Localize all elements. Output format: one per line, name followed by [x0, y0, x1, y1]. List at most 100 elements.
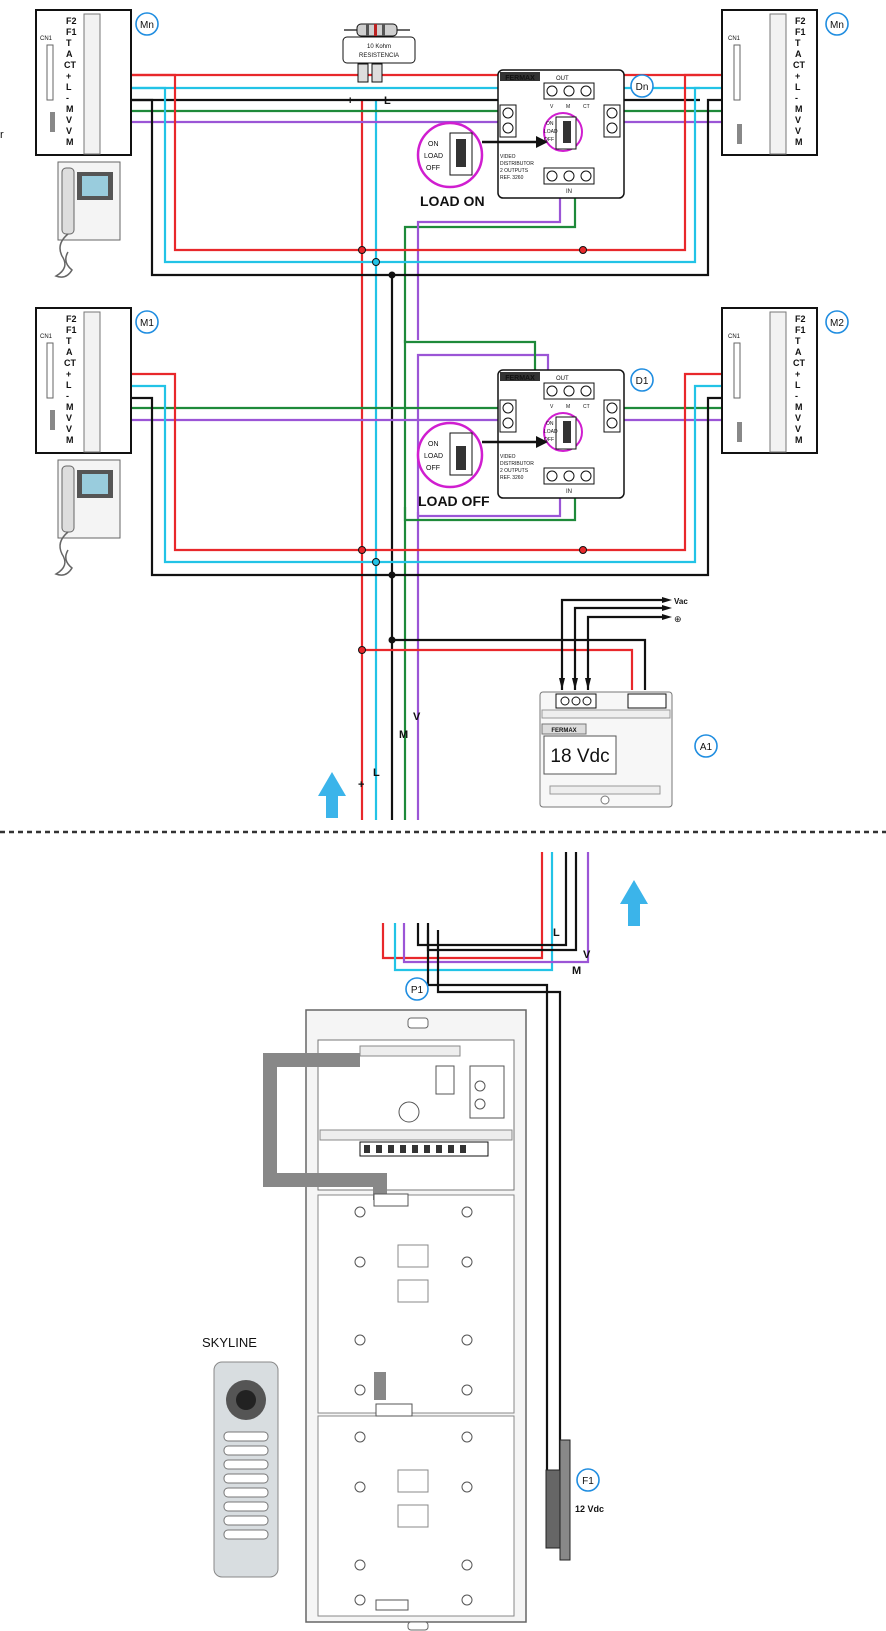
- distributor-desc: 2 OUTPUTS: [500, 168, 529, 174]
- terminal-label: F1: [66, 325, 77, 335]
- terminal-label: L: [795, 82, 801, 92]
- switch-load: LOAD: [544, 429, 558, 435]
- terminal-label: M: [795, 402, 803, 412]
- terminal-label: M: [66, 435, 74, 445]
- terminal-label: F2: [795, 314, 806, 324]
- terminal-label: -: [795, 391, 798, 401]
- terminal-ct: CT: [583, 104, 590, 110]
- distributor-desc: VIDEO: [500, 454, 516, 460]
- terminal-label: M: [795, 137, 803, 147]
- psu-id-badge: A1: [700, 742, 713, 753]
- power-supply-a1: Vac ⊕ FERMAX 18 Vdc A1: [539, 597, 718, 808]
- terminal-label: F2: [66, 16, 77, 26]
- lock-voltage: 12 Vdc: [575, 1504, 604, 1514]
- monitor-m2: CN1 F2 F1 T A CT + L - M V V M M2: [721, 307, 849, 454]
- psu-output-vac: Vac: [674, 597, 688, 606]
- terminal-ct: CT: [583, 404, 590, 410]
- lock-id-badge: F1: [582, 1476, 594, 1487]
- wire-M-label: M: [572, 965, 581, 977]
- panel-id-badge: P1: [411, 985, 424, 996]
- switch-off: OFF: [544, 437, 554, 443]
- switch-off: OFF: [426, 165, 440, 172]
- distributor-desc: DISTRIBUTOR: [500, 461, 534, 467]
- distributor-id-badge: Dn: [636, 82, 649, 93]
- wire-V-label: V: [413, 711, 421, 723]
- monitor-id-badge: Mn: [140, 20, 154, 31]
- switch-on: ON: [428, 441, 439, 448]
- switch-on: ON: [546, 421, 554, 427]
- distributor-d1: FERMAX OUT V M CT ON LOAD OFF VIDEO DIST…: [416, 368, 654, 509]
- terminal-label: F1: [795, 27, 806, 37]
- terminal-label: L: [66, 380, 72, 390]
- resistor-value: 10 Kohm: [367, 44, 391, 50]
- terminal-label: +: [66, 71, 71, 81]
- terminal-label: +: [66, 369, 71, 379]
- wire-M-label: M: [399, 729, 408, 741]
- switch-off: OFF: [544, 137, 554, 143]
- terminal-v: V: [550, 404, 554, 410]
- resistor: 10 Kohm RESISTENCIA + L: [342, 23, 416, 107]
- terminal-label: T: [66, 38, 72, 48]
- load-state-label: LOAD OFF: [418, 493, 490, 509]
- monitor-id-badge: M1: [140, 318, 154, 329]
- wire-V-label: V: [583, 949, 591, 961]
- terminal-label: M: [66, 402, 74, 412]
- top-wiring: [130, 73, 725, 820]
- psu-brand: FERMAX: [551, 728, 576, 734]
- terminal-label: V: [66, 115, 72, 125]
- brand-logo: FERMAX: [505, 75, 535, 82]
- switch-load: LOAD: [424, 453, 443, 460]
- brand-logo: FERMAX: [505, 375, 535, 382]
- terminal-label: CT: [793, 358, 805, 368]
- terminal-label: -: [66, 391, 69, 401]
- terminal-label: CT: [64, 358, 76, 368]
- wire-L-label: L: [553, 927, 560, 939]
- terminal-label: V: [795, 413, 801, 423]
- wire-L-label: L: [384, 95, 391, 107]
- monitor-id-badge: Mn: [830, 20, 844, 31]
- junction-dots: [358, 246, 587, 654]
- cn1-label: CN1: [40, 36, 53, 42]
- distributor-desc: DISTRIBUTOR: [500, 161, 534, 167]
- terminal-label: M: [795, 104, 803, 114]
- terminal-m: M: [566, 404, 570, 410]
- bottom-wiring: [381, 852, 590, 1545]
- wire-L-label: L: [373, 767, 380, 779]
- terminal-label: L: [795, 380, 801, 390]
- terminal-label: F1: [66, 27, 77, 37]
- terminal-label: A: [795, 347, 802, 357]
- cn1-label: CN1: [728, 334, 741, 340]
- distributor-desc: REF. 3260: [500, 475, 524, 481]
- switch-off: OFF: [426, 465, 440, 472]
- out-label: OUT: [556, 76, 569, 82]
- terminal-label: V: [66, 413, 72, 423]
- terminal-label: T: [795, 336, 801, 346]
- distributor-desc: REF. 3260: [500, 175, 524, 181]
- psu-output-ground: ⊕: [674, 614, 682, 624]
- switch-load: LOAD: [544, 129, 558, 135]
- terminal-label: CT: [64, 60, 76, 70]
- up-arrow-icon: [318, 772, 346, 818]
- out-label: OUT: [556, 376, 569, 382]
- terminal-label: A: [795, 49, 802, 59]
- terminal-label: V: [66, 424, 72, 434]
- terminal-label: L: [66, 82, 72, 92]
- terminal-label: V: [795, 424, 801, 434]
- distributor-id-badge: D1: [636, 376, 649, 387]
- wire-plus-label: +: [358, 779, 364, 791]
- terminal-label: T: [795, 38, 801, 48]
- cn1-label: CN1: [40, 334, 53, 340]
- terminal-label: A: [66, 49, 73, 59]
- lock-f1: F1 12 Vdc: [545, 1439, 604, 1561]
- terminal-label: M: [66, 137, 74, 147]
- terminal-label: V: [795, 126, 801, 136]
- terminal-label: T: [66, 336, 72, 346]
- terminal-label: M: [66, 104, 74, 114]
- terminal-label: CT: [793, 60, 805, 70]
- distributor-dn: FERMAX OUT V M CT ON LOAD OFF VIDEO DIST…: [416, 69, 654, 209]
- psu-voltage: 18 Vdc: [550, 746, 609, 767]
- load-state-label: LOAD ON: [420, 193, 485, 209]
- terminal-label: V: [795, 115, 801, 125]
- terminal-label: -: [795, 93, 798, 103]
